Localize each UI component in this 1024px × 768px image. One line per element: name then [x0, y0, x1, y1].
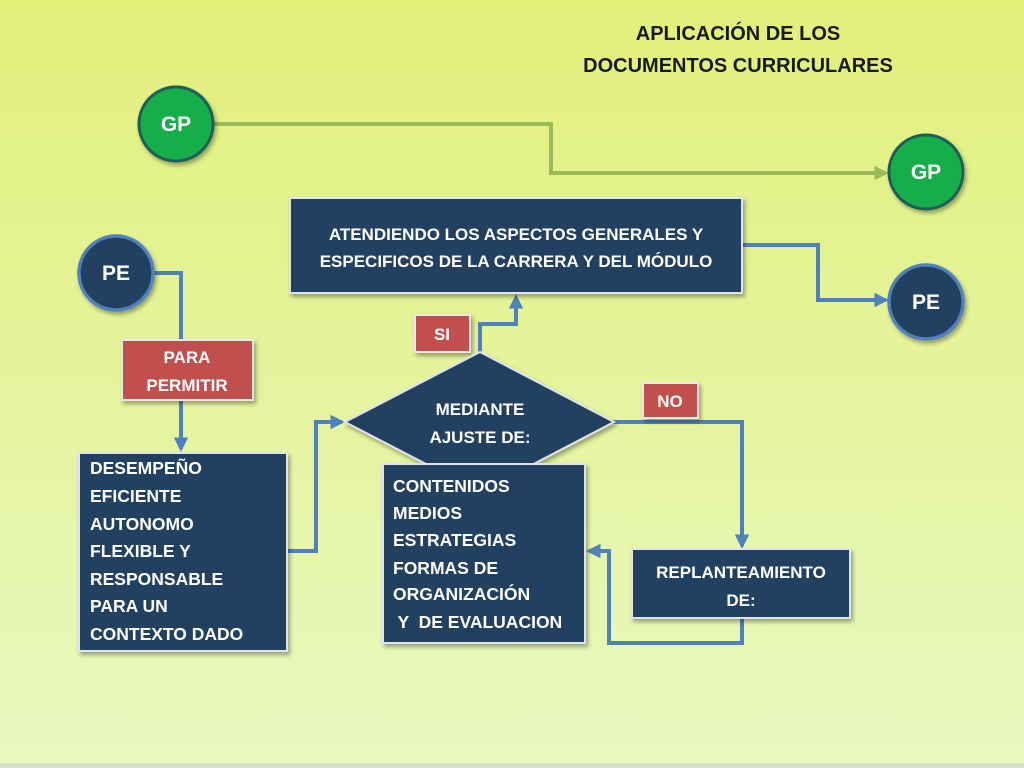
pe-circle-right: PE [887, 263, 965, 341]
connector-atendiendo-to-pe [742, 243, 889, 308]
box-desempeno-line-3: AUTONOMO [90, 514, 194, 534]
box-desempeno: DESEMPEÑO EFICIENTE AUTONOMO FLEXIBLE Y … [78, 452, 288, 652]
connector-no-to-replanteamiento [612, 420, 750, 549]
box-contenidos: CONTENIDOS MEDIOS ESTRATEGIAS FORMAS DE … [382, 463, 586, 644]
gp-circle-top-shape [137, 85, 215, 163]
pe-circle-left: PE [77, 234, 155, 312]
box-para-permitir-line-1: PARA [164, 348, 211, 367]
gp-circle-top: GP [137, 85, 215, 163]
box-desempeno-line-2: EFICIENTE [90, 486, 181, 506]
box-desempeno-line-6: PARA UN [90, 596, 168, 616]
decision-mediante-line-2: AJUSTE DE: [429, 428, 530, 447]
box-contenidos-line-2: MEDIOS [393, 503, 462, 523]
pe-circle-left-label: PE [102, 262, 130, 285]
decision-mediante-line-1: MEDIANTE [436, 400, 525, 419]
label-si: SI [414, 314, 471, 353]
box-desempeno-line-1: DESEMPEÑO [90, 457, 202, 478]
gp-circle-right-shape [887, 133, 965, 211]
connector-gp-to-gp [214, 122, 889, 181]
label-no: NO [642, 382, 699, 419]
box-desempeno-line-4: FLEXIBLE Y [90, 541, 191, 561]
gp-circle-top-label: GP [161, 113, 191, 136]
gp-circle-right: GP [887, 133, 965, 211]
pe-circle-right-shape [887, 263, 965, 341]
box-atendiendo: ATENDIENDO LOS ASPECTOS GENERALES Y ESPE… [289, 197, 743, 294]
box-contenidos-line-1: CONTENIDOS [393, 476, 510, 496]
box-contenidos-line-4: FORMAS DE [393, 558, 498, 578]
box-atendiendo-line-2: ESPECIFICOS DE LA CARRERA Y DEL MÓDULO [320, 252, 713, 271]
label-si-shape [414, 314, 471, 353]
box-desempeno-line-7: CONTEXTO DADO [90, 624, 243, 644]
box-replanteamiento-line-1: REPLANTEAMIENTO [656, 563, 826, 582]
label-si-text: SI [434, 325, 450, 344]
box-replanteamiento-line-2: DE: [726, 591, 755, 610]
pe-circle-right-label: PE [912, 291, 940, 314]
box-contenidos-line-5: ORGANIZACIÓN [393, 583, 530, 604]
box-desempeno-line-5: RESPONSABLE [90, 569, 223, 589]
label-no-text: NO [657, 392, 683, 411]
box-para-permitir-line-2: PERMITIR [146, 376, 227, 395]
page-title-line-1: APLICACIÓN DE LOS [636, 21, 840, 45]
gp-circle-right-label: GP [911, 161, 941, 184]
box-para-permitir-shape [121, 339, 254, 401]
page-title-line-2: DOCUMENTOS CURRICULARES [583, 55, 893, 77]
box-para-permitir: PARA PERMITIR [121, 339, 254, 401]
box-replanteamiento-shape [631, 548, 851, 619]
box-atendiendo-line-1: ATENDIENDO LOS ASPECTOS GENERALES Y [329, 225, 704, 244]
box-contenidos-line-6: Y DE EVALUACION [393, 612, 562, 632]
box-contenidos-line-3: ESTRATEGIAS [393, 530, 516, 550]
label-no-shape [642, 382, 699, 419]
page-title: APLICACIÓN DE LOS DOCUMENTOS CURRICULARE… [583, 21, 893, 77]
connector-replanteamiento-to-contenidos [586, 543, 744, 645]
box-contenidos-shape [382, 463, 586, 644]
pe-circle-left-shape [77, 234, 155, 312]
box-replanteamiento: REPLANTEAMIENTO DE: [631, 548, 851, 619]
connector-desempeno-to-decision [287, 414, 345, 553]
decision-mediante: MEDIANTE AJUSTE DE: [342, 350, 617, 494]
box-desempeno-shape [78, 452, 288, 652]
connector-si-to-atendiendo [478, 294, 524, 354]
box-atendiendo-shape [289, 197, 743, 294]
slide-bottom-edge [0, 763, 1024, 768]
